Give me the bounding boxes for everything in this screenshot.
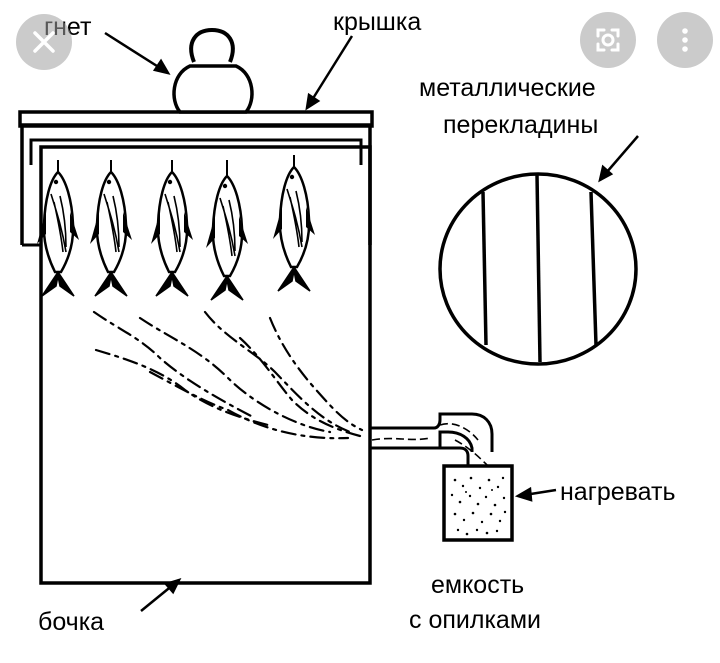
- sawdust-container: [442, 464, 514, 542]
- close-icon: [33, 31, 55, 53]
- label-lid: крышка: [333, 8, 422, 36]
- lens-button[interactable]: [580, 12, 636, 68]
- label-metal-bars-line2: перекладины: [443, 111, 599, 139]
- more-options-button[interactable]: [657, 12, 713, 68]
- label-metal-bars-line1: металлические: [419, 74, 596, 102]
- label-container-line1: емкость: [431, 571, 525, 599]
- fish-2: [88, 170, 134, 298]
- barrel: [39, 145, 372, 585]
- more-vert-icon: [682, 28, 688, 52]
- label-container-line2: с опилками: [409, 606, 541, 634]
- label-barrel: бочка: [38, 608, 105, 636]
- lens-icon: [596, 28, 620, 52]
- leader-arrows: [104, 31, 639, 612]
- weight: [172, 27, 254, 114]
- metal-bars-grate: [438, 172, 638, 366]
- fish-row: [35, 155, 317, 302]
- smoke-wisps: [92, 310, 364, 440]
- fish-4: [204, 174, 250, 302]
- fish-3: [149, 170, 195, 298]
- fish-5: [271, 165, 317, 293]
- label-heat: нагревать: [560, 478, 676, 506]
- close-button[interactable]: [16, 14, 72, 70]
- smoke-pipe: [370, 412, 494, 467]
- fish-1: [35, 170, 81, 298]
